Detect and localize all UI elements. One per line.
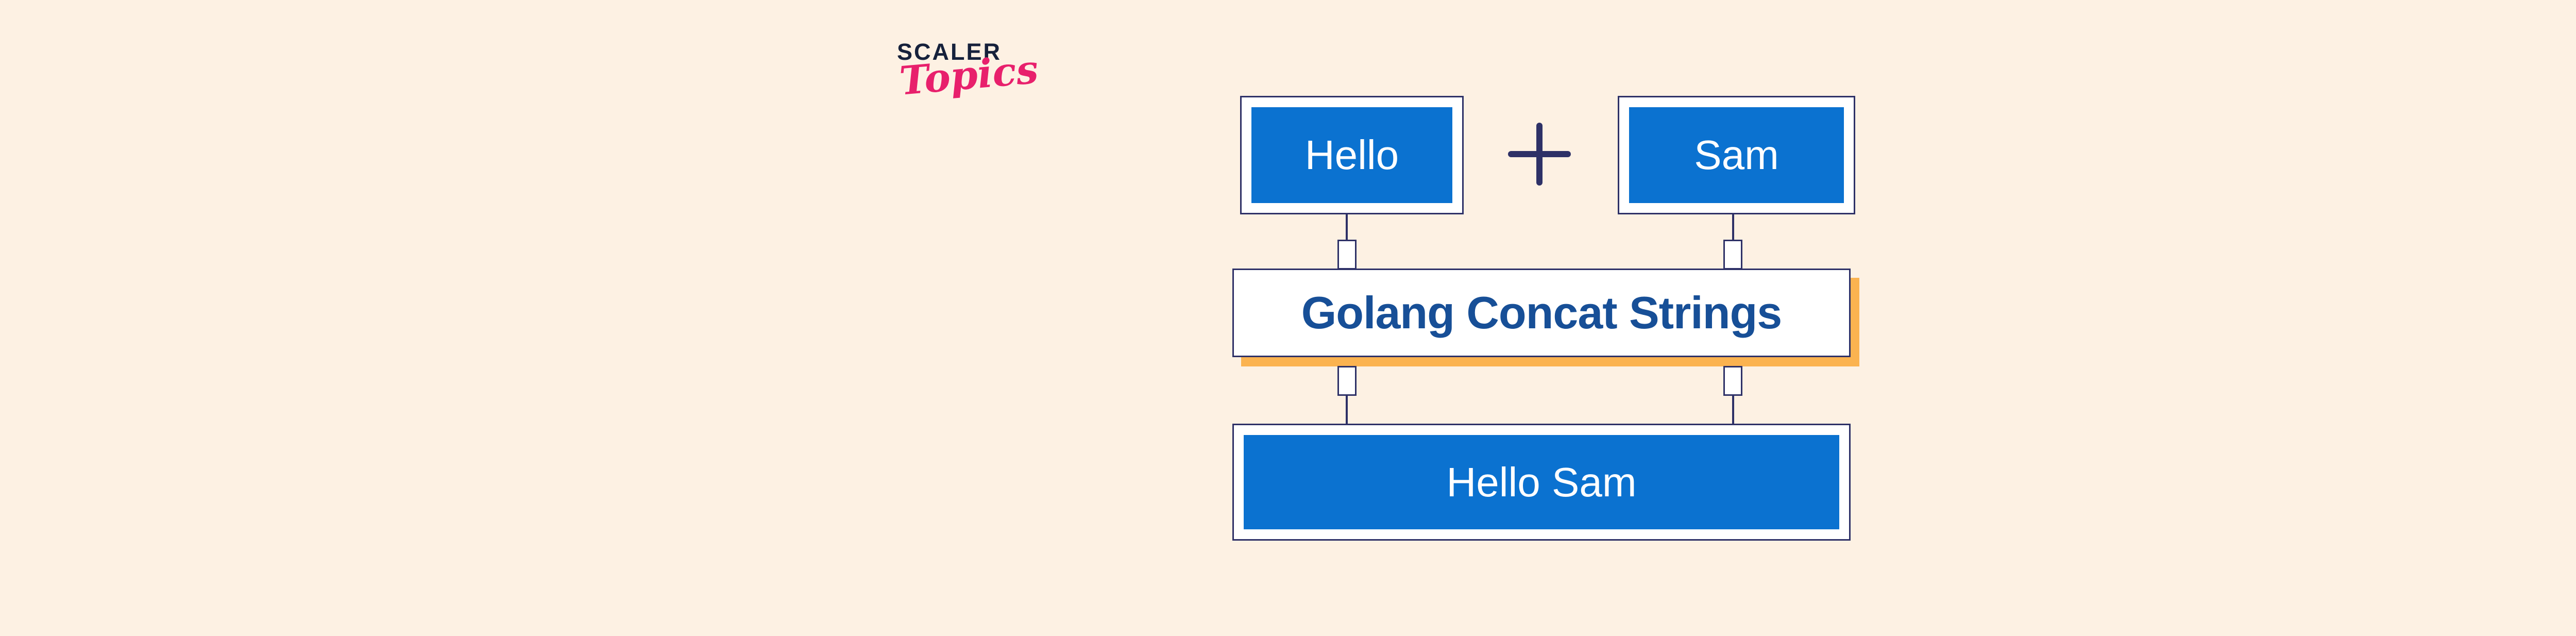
logo-wordmark-scaler: SCALER (897, 39, 1002, 65)
connector-sam-to-title (1723, 213, 1744, 271)
connector-title-to-result-left (1337, 366, 1358, 426)
connector-pin (1723, 240, 1742, 270)
connector-wire (1732, 395, 1734, 426)
logo-script-topics: Topics (897, 46, 1040, 104)
title-card-group: Golang Concat Strings (1232, 269, 1859, 366)
plus-icon (1507, 122, 1572, 187)
input-box-hello-label: Hello (1304, 132, 1399, 178)
diagram-title: Golang Concat Strings (1301, 287, 1782, 338)
input-box-sam-fill: Sam (1629, 107, 1844, 203)
output-box-result-fill: Hello Sam (1244, 435, 1839, 529)
input-box-sam: Sam (1618, 96, 1855, 214)
output-box-result-label: Hello Sam (1446, 459, 1637, 505)
input-box-sam-label: Sam (1694, 132, 1779, 178)
connector-title-to-result-right (1723, 366, 1744, 426)
input-box-hello: Hello (1240, 96, 1464, 214)
title-card: Golang Concat Strings (1232, 269, 1851, 357)
connector-pin (1337, 366, 1357, 396)
connector-wire (1346, 213, 1348, 241)
scaler-topics-logo: SCALER Topics (894, 39, 1040, 136)
connector-pin (1337, 240, 1357, 270)
connector-wire (1346, 395, 1348, 426)
connector-hello-to-title (1337, 213, 1358, 271)
output-box-result: Hello Sam (1232, 424, 1851, 541)
input-box-hello-fill: Hello (1251, 107, 1452, 203)
connector-pin (1723, 366, 1742, 396)
connector-wire (1732, 213, 1734, 241)
